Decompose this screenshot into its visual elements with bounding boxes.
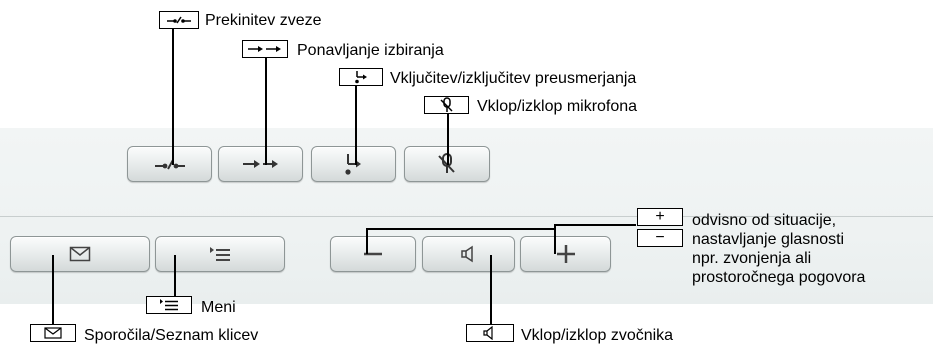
menu-button[interactable] [155,236,285,272]
redial-icon [248,46,281,52]
leader-line-disconnect [172,25,174,165]
volume-line-3: npr. zvonjenja ali [692,250,812,267]
menu-label: Meni [201,299,236,316]
forwarding-label: Vključitev/izključitev preusmerjanja [390,70,637,87]
forwarding-key-symbol [339,68,383,86]
leader-line-volume-connect [554,224,636,226]
messages-key-symbol [30,324,76,342]
volume-up-button[interactable] [520,236,611,272]
leader-line-microphone [447,112,449,165]
redial-icon [242,160,278,168]
speaker-key-symbol [466,324,514,342]
speaker-button[interactable] [422,236,515,272]
leader-line-speaker [490,255,492,325]
panel-divider [0,216,933,217]
leader-line-messages [52,255,54,325]
microphone-mute-icon [439,97,453,112]
envelope-icon [69,246,91,262]
minus-key-symbol: − [637,229,683,247]
minus-icon [364,252,382,256]
leader-line-volume-top [366,228,554,230]
forwarding-icon [344,154,361,175]
microphone-label: Vklop/izklop mikrofona [477,98,638,115]
volume-line-4: prostoročnega pogovora [692,269,866,286]
disconnect-icon [154,159,185,170]
forwarding-icon [355,71,367,84]
redial-key-symbol [242,40,288,58]
volume-description: odvisno od situacije, nastavljanje glasn… [692,211,865,287]
microphone-key-symbol [424,96,469,114]
menu-key-symbol [146,296,192,314]
disconnect-key-symbol [159,11,199,29]
messages-label: Sporočila/Seznam klicev [84,327,259,344]
leader-line-menu [174,255,176,299]
plus-icon [556,245,575,263]
speaker-icon [483,326,493,340]
volume-line-1: odvisno od situacije, [692,212,837,229]
speaker-label: Vklop/izklop zvočnika [521,327,674,344]
minus-symbol: − [655,229,665,246]
leader-line-volume-right [554,224,556,254]
envelope-icon [44,327,62,339]
forwarding-button[interactable] [311,146,396,182]
menu-icon [210,247,230,261]
redial-label: Ponavljanje izbiranja [297,42,444,59]
disconnect-icon [167,16,191,24]
plus-key-symbol: + [637,208,683,226]
disconnect-label: Prekinitev zveze [205,12,322,29]
volume-line-2: nastavljanje glasnosti [692,231,845,248]
disconnect-button[interactable] [127,146,212,182]
leader-line-forwarding [355,83,357,165]
redial-button[interactable] [218,146,303,182]
plus-symbol: + [655,208,665,225]
speaker-icon [460,245,473,263]
leader-line-redial [265,58,267,165]
volume-down-button[interactable] [330,236,416,272]
leader-line-volume-left [366,228,368,254]
menu-icon [160,299,178,311]
messages-button[interactable] [10,236,150,272]
